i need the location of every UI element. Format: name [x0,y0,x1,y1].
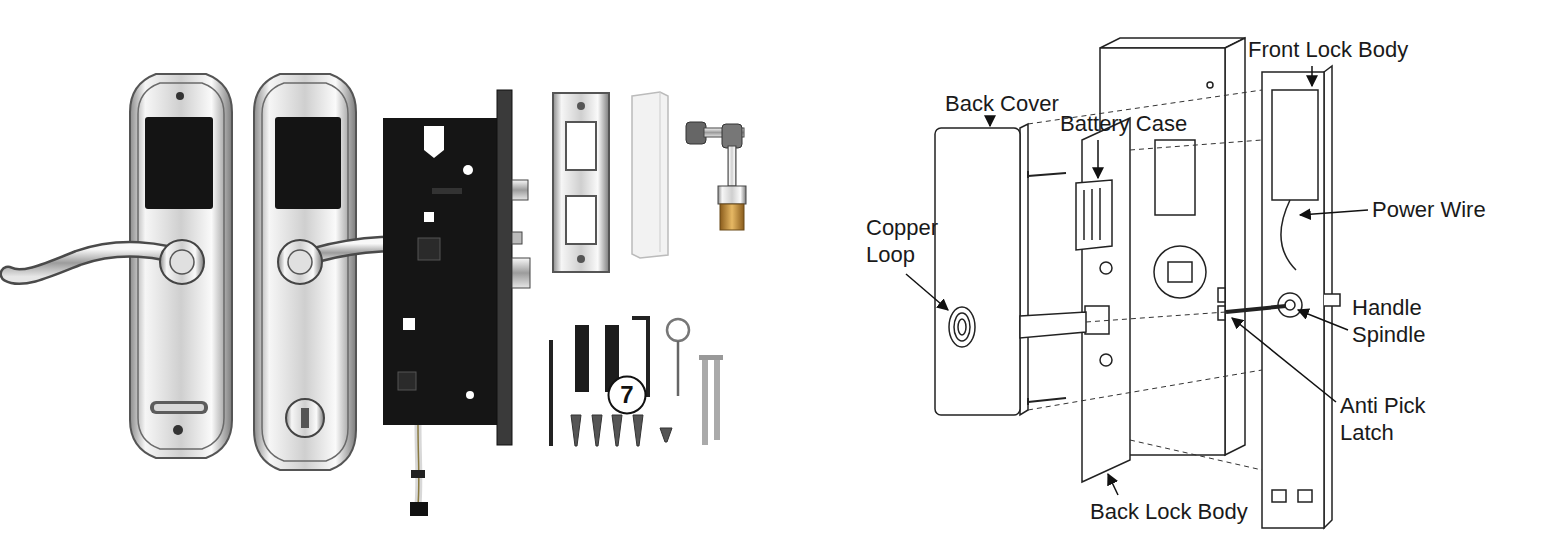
part-label: Anti Pick Latch [1340,392,1444,446]
alignment-lines [1028,90,1262,470]
part-label: Handle Spindle [1352,294,1444,348]
handle-spindle [1226,306,1286,312]
mechanical-keys [686,122,746,230]
callout-circle: 7 [607,375,647,415]
back-cover [935,124,1086,415]
outer-panel [8,74,232,458]
callout-number: 7 [620,381,633,409]
part-label: Copper Loop [866,214,950,268]
screws [1028,171,1066,405]
leader-arrows [906,66,1368,495]
mortise-body [383,90,530,516]
part-label: Battery Case [1060,110,1187,137]
part-label: Front Lock Body [1248,36,1408,63]
accessory-parts [551,318,723,446]
part-label: Back Lock Body [1090,498,1248,525]
strike-plate [553,93,609,272]
part-label: Back Cover [945,90,1059,117]
part-label: Power Wire [1372,196,1486,223]
back-lock-body [1076,118,1130,482]
strike-box [632,92,668,258]
front-lock-body [1262,66,1340,528]
